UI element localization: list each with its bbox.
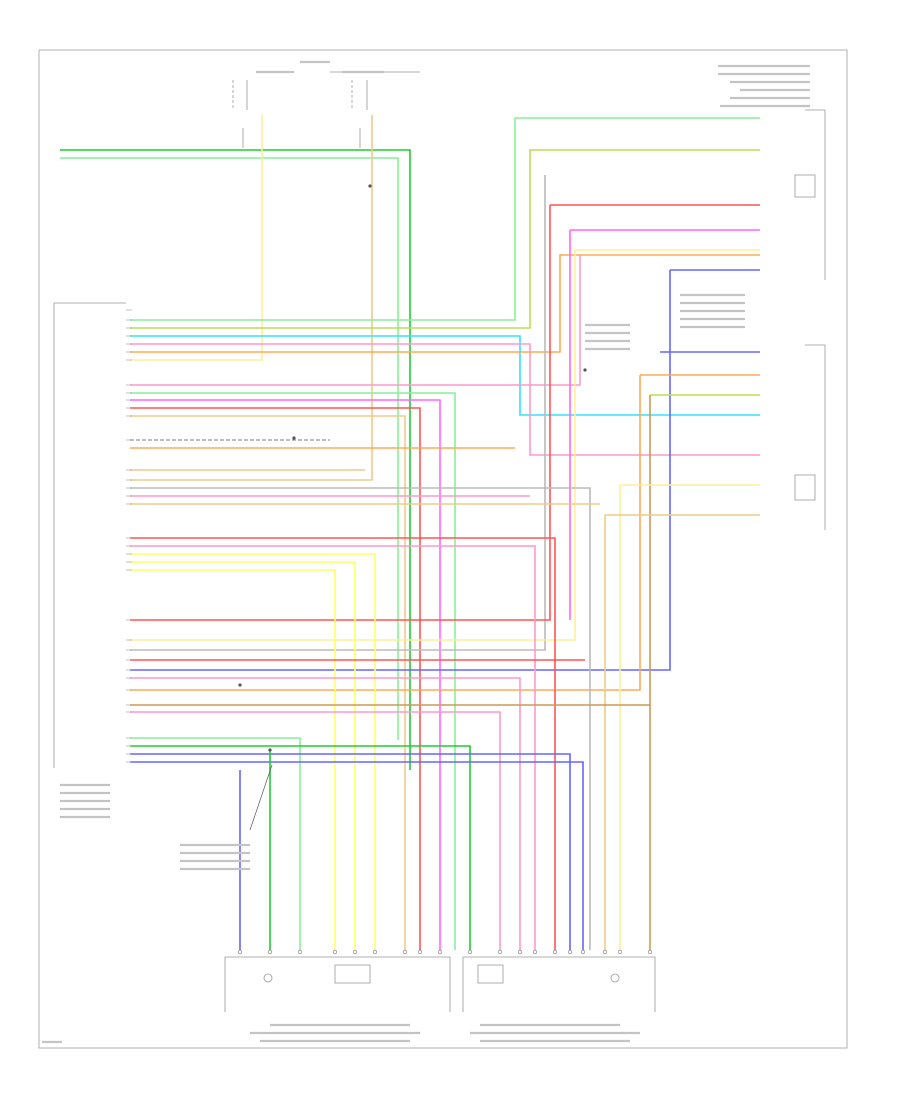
wire-runs	[60, 115, 760, 950]
bottom-terminals	[237, 949, 653, 955]
splice-dots	[238, 184, 587, 752]
illegible-text-marks	[42, 60, 810, 1044]
module-pin-ticks	[126, 309, 132, 763]
top-connector	[232, 71, 420, 148]
leader-line	[249, 764, 273, 831]
right-switch-boxes	[794, 109, 826, 530]
bottom-switch-boxes	[224, 956, 656, 1012]
diagram-frame	[38, 49, 848, 1049]
module-outline	[53, 302, 126, 768]
